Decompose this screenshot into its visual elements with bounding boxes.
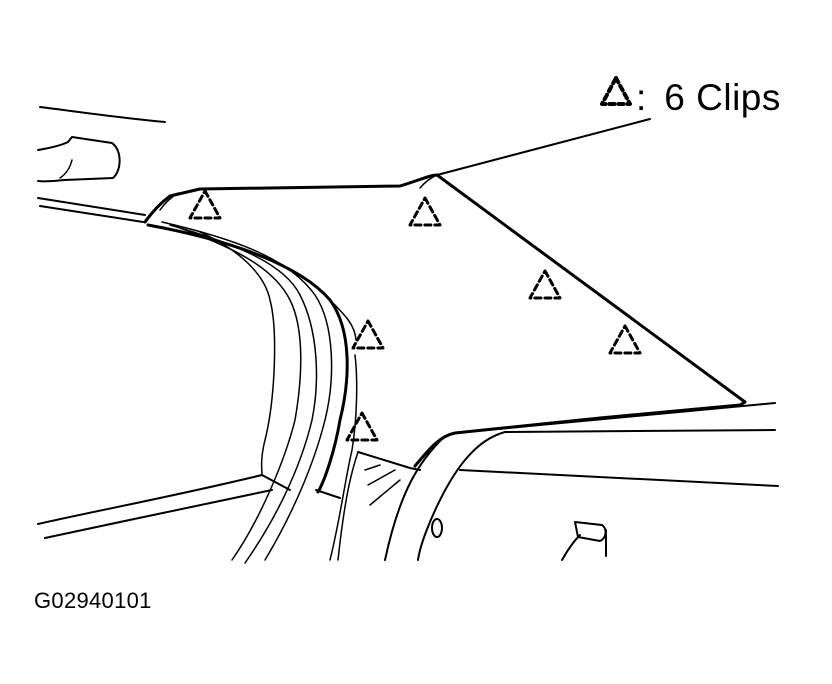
pillar-edge-1: [146, 223, 349, 494]
pillar-outer-edge-2: [329, 354, 358, 561]
belt-line-lower: [504, 429, 776, 433]
headliner-edge-upper: [37, 197, 146, 216]
quarter-trim-panel-outline: [143, 173, 747, 468]
legend-clip-icon: [600, 76, 632, 106]
sill-upper: [37, 474, 291, 525]
seatback-detail: [364, 464, 401, 506]
legend-label: 6 Clips: [664, 77, 781, 118]
pillar-edge-2: [161, 221, 333, 561]
clip-marker-icon: [345, 411, 379, 442]
belt-line-upper: [454, 402, 776, 434]
pillar-edge-3: [169, 224, 318, 564]
clips-layer: [188, 189, 642, 442]
clip-marker-icon: [188, 189, 222, 220]
clip-marker-icon: [608, 324, 642, 355]
sill-lower: [44, 489, 273, 539]
figure-id: G02940101: [34, 588, 152, 613]
pillar-edge-5: [199, 231, 276, 476]
visor-outline: [37, 136, 121, 183]
pillar-edge-4: [179, 227, 302, 561]
clip-marker-icon: [408, 196, 442, 227]
window-ledge-line: [459, 469, 779, 487]
seatback-top: [357, 451, 421, 471]
panel-top-detail: [159, 192, 179, 211]
latch-hole: [431, 518, 443, 538]
pillar-base-joint: [315, 489, 341, 499]
legend-separator: :: [636, 77, 647, 118]
wheel-arch-inner: [417, 431, 506, 561]
clip-marker-icon: [351, 319, 385, 350]
panel-top-crease: [419, 174, 438, 189]
headliner-edge-lower: [39, 205, 144, 223]
roof-edge-line: [39, 106, 166, 123]
pillar-outer-edge: [329, 299, 357, 341]
clip-marker-icon: [528, 269, 562, 300]
seatbelt-anchor: [561, 521, 607, 561]
wheel-arch-outer: [384, 435, 446, 561]
legend: : 6 Clips: [600, 76, 781, 120]
visor-detail: [59, 159, 73, 179]
top-reference-line: [436, 118, 651, 176]
seatback-left: [337, 451, 359, 561]
